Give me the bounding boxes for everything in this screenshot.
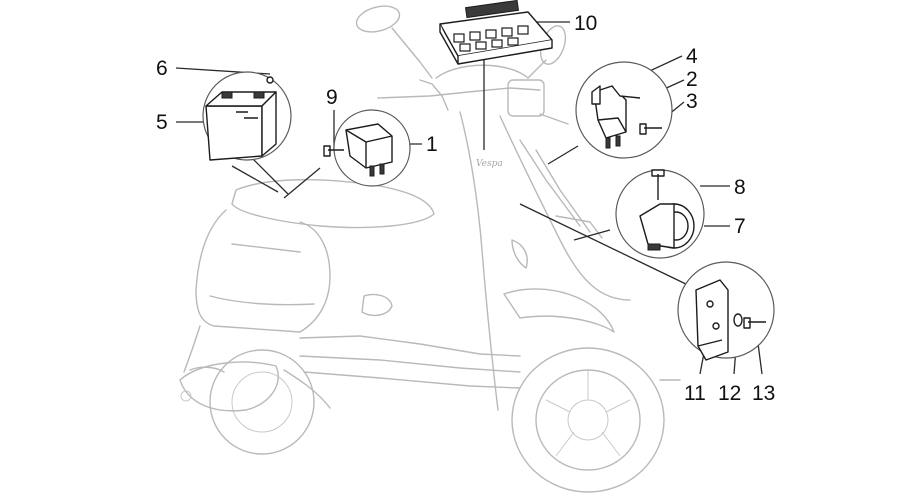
callout-5: 5 (156, 111, 168, 134)
bracket-bolt-icon (743, 317, 766, 329)
callout-3: 3 (686, 90, 698, 113)
detail-bubble-relay-left (323, 109, 411, 187)
relay-icon (345, 123, 393, 177)
detail-bubble-horn (615, 169, 705, 259)
callout-11: 11 (684, 382, 706, 405)
detail-bubble-relay-right (575, 61, 673, 159)
callout-numbers: 1 2 3 4 5 6 7 8 9 10 11 12 13 (156, 12, 775, 405)
callout-1: 1 (426, 133, 438, 156)
scooter-ghost-outline: Vespa (179, 5, 681, 493)
callout-12: 12 (718, 382, 741, 405)
bracket-relay-icon (591, 85, 641, 149)
detail-fuse-box (439, 0, 553, 65)
horn-icon (639, 203, 695, 251)
detail-bubble-battery (202, 71, 292, 161)
callout-2: 2 (686, 68, 698, 91)
detail-bubble-bracket (677, 261, 775, 361)
callout-9: 9 (326, 86, 338, 109)
horn-bolt-icon (651, 169, 665, 200)
battery-icon (205, 76, 277, 161)
callout-10: 10 (574, 12, 597, 35)
bolt-icon (639, 123, 662, 135)
mounting-bracket-icon (695, 279, 729, 361)
washer-icon (733, 313, 743, 327)
screw-icon (323, 145, 344, 157)
callout-13: 13 (752, 382, 775, 405)
callout-8: 8 (734, 176, 746, 199)
callout-4: 4 (686, 45, 698, 68)
callout-6: 6 (156, 57, 168, 80)
callout-7: 7 (734, 215, 746, 238)
brand-script-label: Vespa (476, 159, 503, 169)
fuse-box-icon (439, 0, 553, 65)
